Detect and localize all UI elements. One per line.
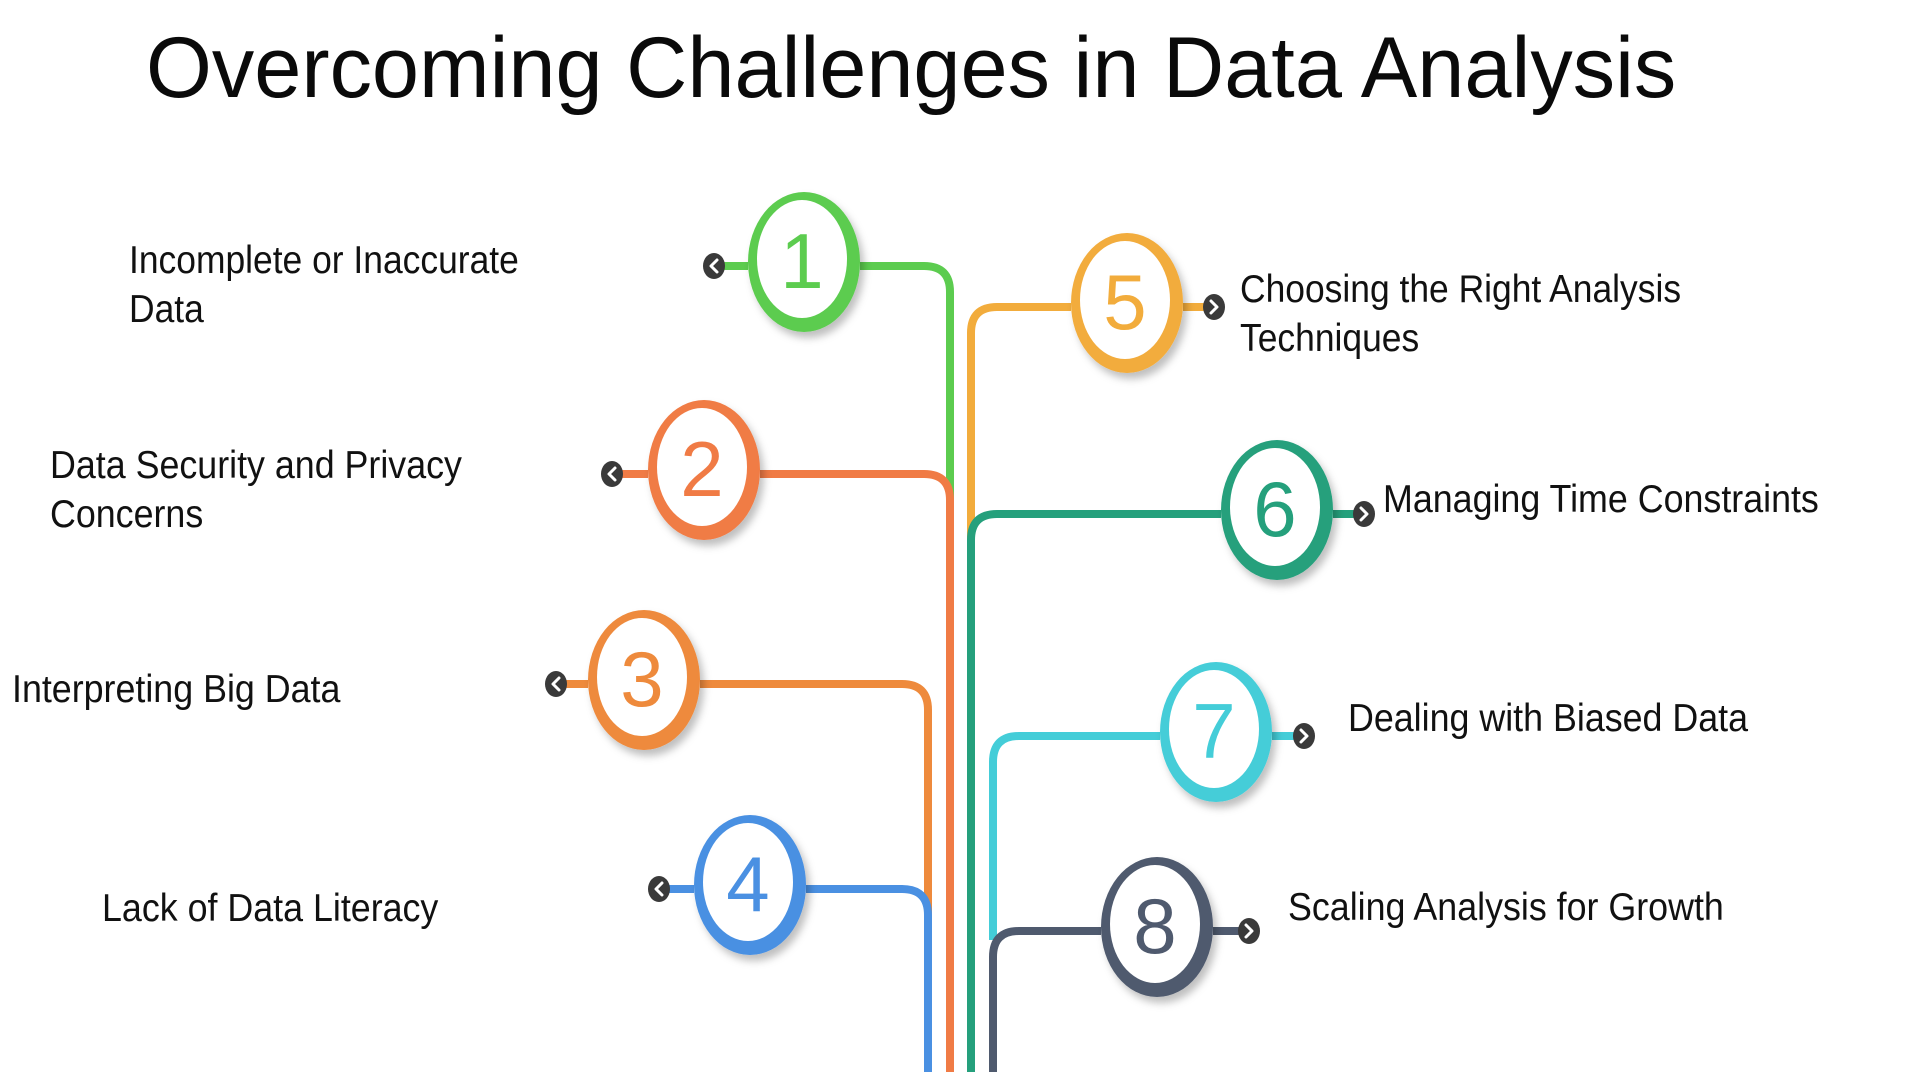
challenge-label-line: Scaling Analysis for Growth bbox=[1288, 886, 1724, 929]
chevron-left-icon bbox=[703, 253, 725, 279]
page-title: Overcoming Challenges in Data Analysis bbox=[146, 20, 1677, 116]
node-face-2 bbox=[657, 408, 747, 526]
challenge-node-3: 3 bbox=[545, 610, 700, 750]
challenge-label-line: Lack of Data Literacy bbox=[102, 887, 439, 930]
chevron-right-icon bbox=[1203, 294, 1225, 320]
node-number-3: 3 bbox=[620, 635, 663, 723]
challenge-label-4: Lack of Data Literacy bbox=[102, 884, 438, 933]
challenge-node-1: 1 bbox=[703, 192, 860, 332]
challenge-node-4: 4 bbox=[648, 815, 806, 955]
node-face-1 bbox=[757, 200, 847, 318]
chevron-left-icon bbox=[648, 876, 670, 902]
challenge-node-5: 5 bbox=[1071, 233, 1225, 373]
node-number-1: 1 bbox=[780, 217, 823, 305]
chevron-right-icon bbox=[1353, 501, 1375, 527]
connector-line-8 bbox=[989, 927, 1101, 1072]
challenge-node-7: 7 bbox=[1160, 662, 1315, 802]
challenge-label-line: Managing Time Constraints bbox=[1383, 478, 1819, 521]
chevron-left-icon bbox=[601, 461, 623, 487]
challenge-label-line: Dealing with Biased Data bbox=[1348, 697, 1749, 740]
challenge-label-line: Incomplete or Inaccurate bbox=[129, 239, 519, 282]
node-number-8: 8 bbox=[1133, 882, 1176, 970]
node-face-5 bbox=[1080, 241, 1170, 359]
challenge-label-3: Interpreting Big Data bbox=[12, 665, 340, 714]
challenge-nodes: 1 2 3 4 5 6 7 8 bbox=[545, 192, 1375, 997]
connector-line-2 bbox=[760, 470, 954, 1072]
node-face-7 bbox=[1169, 670, 1259, 788]
challenge-label-7: Dealing with Biased Data bbox=[1348, 694, 1748, 743]
chevron-right-icon bbox=[1238, 918, 1260, 944]
connector-line-3 bbox=[700, 680, 932, 930]
connector-line-1 bbox=[860, 262, 954, 520]
connector-line-5 bbox=[967, 303, 1071, 555]
challenge-label-line: Choosing the Right Analysis bbox=[1240, 268, 1682, 311]
challenge-label-6: Managing Time Constraints bbox=[1383, 475, 1819, 524]
node-number-2: 2 bbox=[680, 425, 723, 513]
node-number-4: 4 bbox=[726, 840, 769, 928]
challenge-node-8: 8 bbox=[1101, 857, 1260, 997]
challenge-label-line: Data Security and Privacy bbox=[50, 444, 462, 487]
chevron-left-icon bbox=[545, 671, 567, 697]
challenge-label-line: Techniques bbox=[1240, 317, 1420, 360]
challenge-node-6: 6 bbox=[1221, 440, 1375, 580]
node-face-6 bbox=[1230, 448, 1320, 566]
connector-line-4 bbox=[806, 885, 932, 1072]
node-face-3 bbox=[597, 618, 687, 736]
node-face-8 bbox=[1110, 865, 1200, 983]
connector-line-6 bbox=[967, 510, 1221, 1072]
challenge-label-8: Scaling Analysis for Growth bbox=[1288, 883, 1724, 932]
node-number-6: 6 bbox=[1253, 465, 1296, 553]
challenge-node-2: 2 bbox=[601, 400, 760, 540]
challenge-label-line: Concerns bbox=[50, 493, 204, 536]
node-number-5: 5 bbox=[1103, 258, 1146, 346]
challenge-label-line: Data bbox=[129, 288, 204, 331]
connector-line-7 bbox=[989, 732, 1160, 940]
chevron-right-icon bbox=[1293, 723, 1315, 749]
node-face-4 bbox=[703, 823, 793, 941]
connector-lines bbox=[556, 262, 1364, 1072]
node-number-7: 7 bbox=[1192, 687, 1235, 775]
challenge-label-line: Interpreting Big Data bbox=[12, 668, 341, 711]
